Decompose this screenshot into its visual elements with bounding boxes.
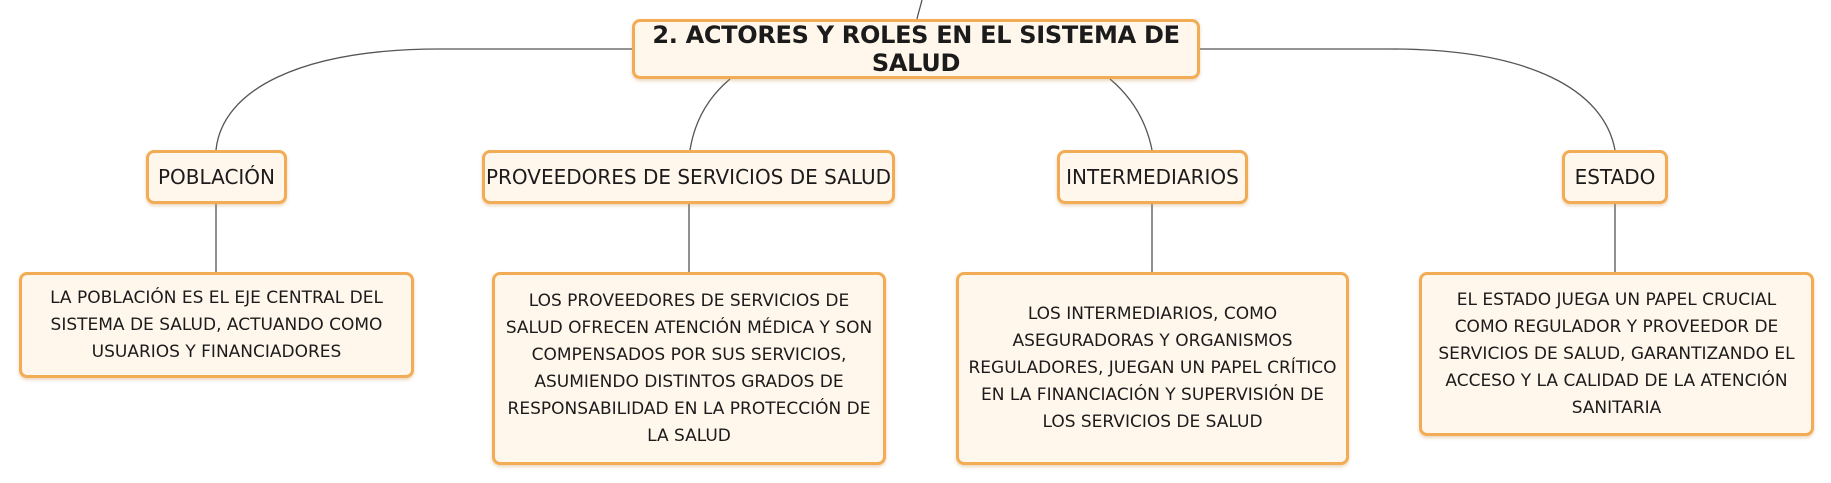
- connector-root-to-proveedores: [689, 78, 731, 151]
- description-node-proveedores[interactable]: LOS PROVEEDORES DE SERVICIOS DE SALUD OF…: [492, 272, 886, 465]
- description-node-estado[interactable]: EL ESTADO JUEGA UN PAPEL CRUCIAL COMO RE…: [1419, 272, 1814, 436]
- actor-node-proveedores[interactable]: PROVEEDORES DE SERVICIOS DE SALUD: [482, 150, 895, 204]
- connector-root-to-estado: [1200, 48, 1616, 151]
- actor-node-estado[interactable]: ESTADO: [1562, 150, 1668, 204]
- root-node[interactable]: 2. ACTORES Y ROLES EN EL SISTEMA DE SALU…: [632, 19, 1200, 79]
- connector-root-to-intermediarios: [1109, 78, 1153, 151]
- description-node-poblacion[interactable]: LA POBLACIÓN ES EL EJE CENTRAL DEL SISTE…: [19, 272, 414, 378]
- actor-node-label: PROVEEDORES DE SERVICIOS DE SALUD: [485, 165, 892, 189]
- description-text: LOS PROVEEDORES DE SERVICIOS DE SALUD OF…: [505, 290, 873, 446]
- actor-node-label: ESTADO: [1574, 165, 1656, 189]
- connector-parent-to-root: [916, 0, 923, 20]
- actor-node-label: POBLACIÓN: [157, 165, 276, 189]
- description-text: LOS INTERMEDIARIOS, COMO ASEGURADORAS Y …: [968, 304, 1337, 432]
- connector-root-to-poblacion: [215, 48, 632, 151]
- description-node-intermediarios[interactable]: LOS INTERMEDIARIOS, COMO ASEGURADORAS Y …: [956, 272, 1349, 465]
- description-text: LA POBLACIÓN ES EL EJE CENTRAL DEL SISTE…: [50, 287, 383, 362]
- actor-node-label: INTERMEDIARIOS: [1066, 165, 1239, 189]
- description-text: EL ESTADO JUEGA UN PAPEL CRUCIAL COMO RE…: [1438, 289, 1795, 418]
- actor-node-intermediarios[interactable]: INTERMEDIARIOS: [1057, 150, 1248, 204]
- root-node-label: 2. ACTORES Y ROLES EN EL SISTEMA DE SALU…: [652, 21, 1180, 77]
- actor-node-poblacion[interactable]: POBLACIÓN: [146, 150, 287, 204]
